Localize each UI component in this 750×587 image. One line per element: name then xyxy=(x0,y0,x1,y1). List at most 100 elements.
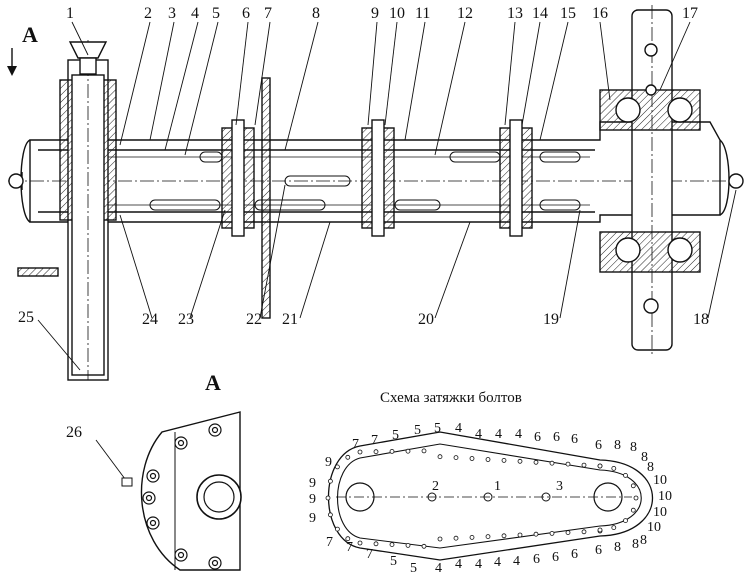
callout-23: 23 xyxy=(178,311,194,328)
scheme-bolt-hole xyxy=(469,456,475,461)
scheme-bolt-hole xyxy=(437,454,443,460)
seq-bot-1: 7 xyxy=(326,535,333,550)
callout-3: 3 xyxy=(168,5,176,22)
seq-left-2: 9 xyxy=(309,476,316,491)
scheme-bolt-hole xyxy=(334,464,340,470)
scheme-bolt-hole xyxy=(597,527,603,533)
scheme-bolt-hole xyxy=(597,463,603,469)
scheme-bolt-hole xyxy=(437,536,443,542)
seq-bot-12: 6 xyxy=(552,550,559,565)
seq-bot-11: 6 xyxy=(533,552,540,567)
scheme-bolt-hole xyxy=(501,457,507,463)
seq-right-5: 10 xyxy=(653,505,667,520)
seq-bot-4: 5 xyxy=(390,554,397,569)
seq-bot-14: 6 xyxy=(595,543,602,558)
callout-1: 1 xyxy=(66,5,74,22)
scheme-bolt-hole xyxy=(405,448,411,454)
seq-bot-3: 7 xyxy=(366,547,373,562)
scheme-bolt-hole xyxy=(565,461,571,467)
seq-left-1: 9 xyxy=(325,455,332,470)
seq-top-11: 6 xyxy=(553,430,560,445)
scheme-bolt-hole xyxy=(373,541,379,547)
detail-view-a: А 26 xyxy=(66,370,242,571)
callout-19: 19 xyxy=(543,311,559,328)
seq-bot-9: 4 xyxy=(494,555,501,570)
seq-bot-10: 4 xyxy=(513,554,520,569)
scheme-bolt-hole xyxy=(421,543,427,549)
callout-2: 2 xyxy=(144,5,152,22)
scheme-bolt-hole xyxy=(469,535,475,540)
scheme-center-3: 3 xyxy=(556,479,563,494)
seq-top-5: 5 xyxy=(434,421,441,436)
scheme-bolt-hole xyxy=(485,457,491,462)
seq-top-15: 8 xyxy=(630,440,637,455)
seq-top-8: 4 xyxy=(495,427,502,442)
scheme-bolt-hole xyxy=(325,495,331,501)
seq-bot-8: 4 xyxy=(475,557,482,572)
seq-top-3: 5 xyxy=(392,428,399,443)
callout-8: 8 xyxy=(312,5,320,22)
scheme-bolt-hole xyxy=(581,462,587,468)
seq-top-7: 4 xyxy=(475,427,482,442)
scheme-bolt-hole xyxy=(611,525,617,530)
callouts-bottom: 25 24 23 22 21 20 19 18 xyxy=(18,309,709,328)
seq-right-4: 10 xyxy=(658,489,672,504)
scheme-bolt-hole xyxy=(453,535,459,541)
gearbox-assembly xyxy=(8,5,744,381)
scheme-bolt-hole xyxy=(581,529,587,535)
callout-18: 18 xyxy=(693,311,709,328)
scheme-bolt-hole xyxy=(533,531,539,537)
scheme-bolt-hole xyxy=(630,507,636,513)
scheme-bolt-hole xyxy=(345,536,351,542)
scheme-bolt-hole xyxy=(357,449,363,455)
seq-top-2: 7 xyxy=(371,433,378,448)
seq-right-1: 8 xyxy=(641,450,648,465)
seq-bot-16: 8 xyxy=(632,537,639,552)
seq-right-6: 10 xyxy=(647,520,661,535)
scheme-bolt-hole xyxy=(334,526,340,532)
scheme-bolt-hole xyxy=(630,483,636,489)
seq-bot-13: 6 xyxy=(571,547,578,562)
scheme-bolt-hole xyxy=(549,460,555,466)
callout-21: 21 xyxy=(282,311,298,328)
scheme-bolt-hole xyxy=(623,518,628,523)
seq-right-2: 8 xyxy=(647,460,654,475)
seq-right-7: 8 xyxy=(640,533,647,548)
scheme-bolt-hole xyxy=(345,454,351,460)
callout-6: 6 xyxy=(242,5,250,22)
callout-9: 9 xyxy=(371,5,379,22)
callout-17: 17 xyxy=(682,5,698,22)
seq-bot-15: 8 xyxy=(614,540,621,555)
callout-12: 12 xyxy=(457,5,473,22)
callout-25: 25 xyxy=(18,309,34,326)
callout-11: 11 xyxy=(415,5,430,22)
scheme-bolt-hole xyxy=(549,531,555,536)
scheme-bolt-hole xyxy=(373,449,379,455)
view-mark-top: А xyxy=(22,22,38,47)
seq-top-9: 4 xyxy=(515,427,522,442)
seq-right-3: 10 xyxy=(653,473,667,488)
seq-top-1: 7 xyxy=(352,437,359,452)
scheme-bolt-hole xyxy=(421,448,427,454)
scheme-bolt-hole xyxy=(623,472,628,478)
scheme-bolt-hole xyxy=(405,543,411,548)
seq-left-3: 9 xyxy=(309,492,316,507)
seq-bot-5: 5 xyxy=(410,561,417,576)
callout-20: 20 xyxy=(418,311,434,328)
scheme-bolt-hole xyxy=(611,465,617,471)
scheme-bolt-hole xyxy=(517,458,523,464)
scheme-bolt-hole xyxy=(517,532,523,538)
callout-5: 5 xyxy=(212,5,220,22)
callout-7: 7 xyxy=(264,5,272,22)
leader-lines xyxy=(37,21,737,371)
callout-13: 13 xyxy=(507,5,523,22)
scheme-center-2: 2 xyxy=(432,479,439,494)
callout-24: 24 xyxy=(142,311,158,328)
scheme-bolt-hole xyxy=(453,455,459,461)
scheme-bolt-hole xyxy=(357,540,363,546)
view-arrow: А xyxy=(7,22,38,76)
detail-label-26: 26 xyxy=(66,424,82,441)
view-mark-detail: А xyxy=(205,370,221,395)
scheme-center-1: 1 xyxy=(494,479,501,494)
